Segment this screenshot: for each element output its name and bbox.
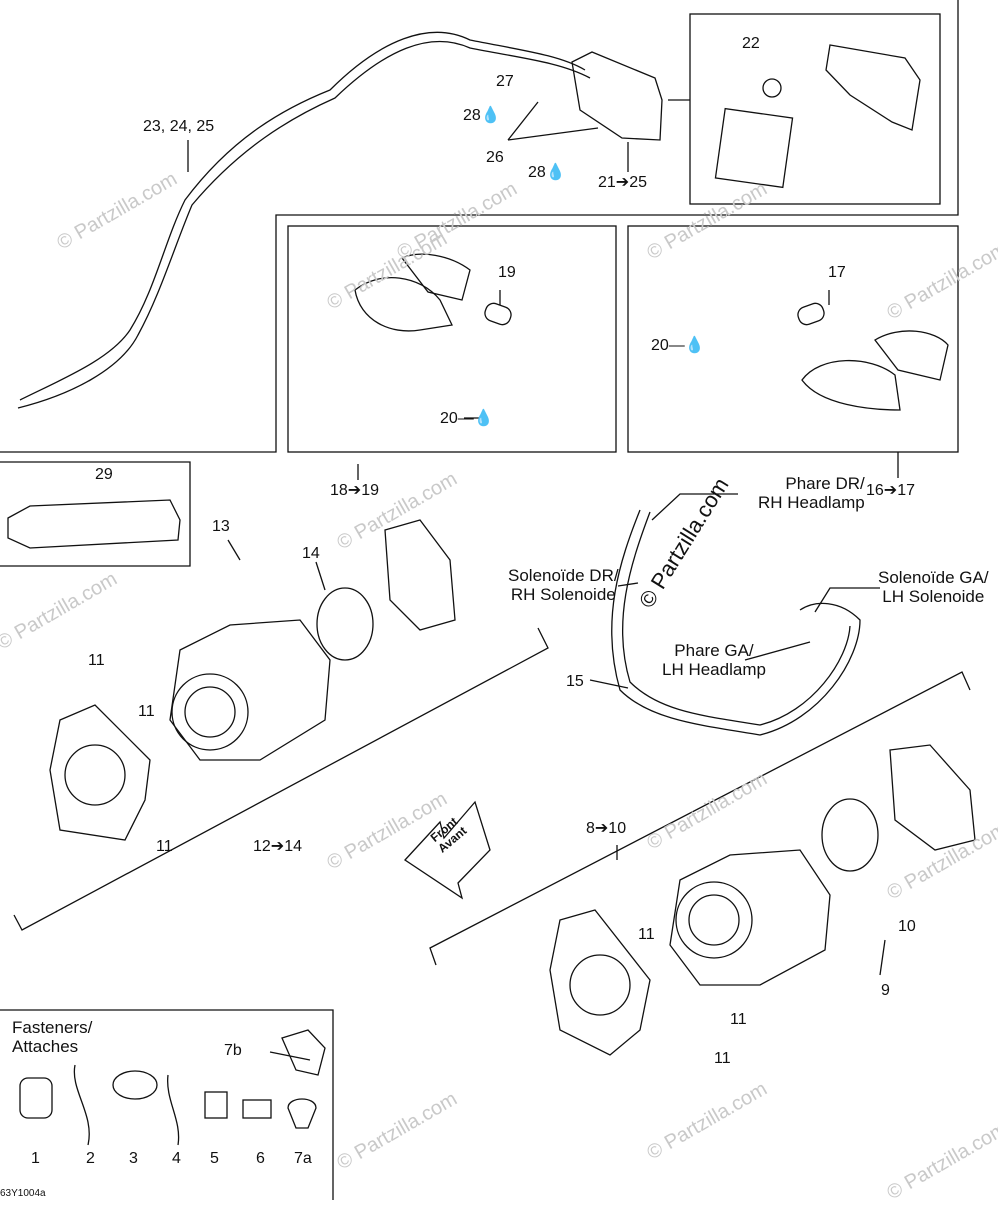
frame-grease — [0, 461, 191, 567]
callout-15: 15 — [566, 673, 584, 690]
left-headlamp-reflector — [171, 673, 249, 751]
tail-bulb — [762, 78, 782, 98]
fastener-label-5: 5 — [210, 1150, 219, 1167]
fastener-2 — [73, 1064, 90, 1146]
drawing-code: 63Y1004a — [0, 1188, 46, 1199]
callout-11-d: 11 — [638, 926, 655, 943]
fastener-6 — [242, 1099, 272, 1119]
callout-11-f: 11 — [714, 1050, 731, 1067]
callout-17: 17 — [828, 264, 846, 281]
left-mount-hole — [64, 744, 126, 806]
left-headlamp-reflector-inner — [184, 686, 236, 738]
tail-light-lens — [825, 44, 921, 131]
right-headlamp-bracket — [889, 744, 976, 851]
callout-11-b: 11 — [138, 703, 155, 720]
fastener-5 — [204, 1091, 228, 1119]
grease-tube — [7, 499, 181, 549]
fastener-4 — [167, 1074, 180, 1146]
callout-11-a: 11 — [88, 652, 105, 669]
fasteners-title: Fasteners/ Attaches — [12, 1018, 93, 1056]
label-phare-ga: Phare GA/ LH Headlamp — [662, 641, 766, 679]
right-headlamp-reflector — [675, 881, 753, 959]
frame-right-signal — [627, 225, 959, 453]
fastener-1 — [19, 1077, 53, 1119]
callout-21-25: 21➔25 — [598, 174, 647, 191]
callout-14: 14 — [302, 545, 320, 562]
fastener-7a — [287, 1098, 317, 1129]
callout-11-e: 11 — [730, 1011, 747, 1028]
fastener-label-4: 4 — [172, 1150, 181, 1167]
right-headlamp-mount — [549, 909, 651, 1056]
drop-icon: 💧 — [545, 164, 566, 181]
callout-13: 13 — [212, 518, 230, 535]
drop-icon: 💧 — [684, 337, 705, 354]
front-harness — [611, 509, 861, 736]
left-headlamp-mount — [49, 704, 151, 841]
right-signal-housing — [874, 330, 949, 381]
front-arrow — [404, 800, 491, 900]
right-headlamp-body — [669, 849, 831, 986]
right-headlamp-ring — [821, 798, 879, 872]
callout-18-19: 18➔19 — [330, 482, 379, 499]
bracket-left-headlamp — [13, 627, 549, 931]
drop-icon: 💧 — [480, 107, 501, 124]
right-signal-lens — [801, 359, 901, 411]
fastener-label-7a: 7a — [294, 1150, 312, 1167]
callout-26: 26 — [486, 149, 504, 166]
callout-28-bottom: 28💧 — [528, 164, 566, 181]
tail-harness — [19, 31, 586, 401]
frame-upper — [0, 0, 959, 453]
left-headlamp-ring — [316, 587, 374, 661]
label-solenoide-dr: Solenoïde DR/ RH Solenoide — [508, 566, 619, 604]
tail-light-housing — [571, 51, 663, 141]
callout-12-14: 12➔14 — [253, 838, 302, 855]
callout-19: 19 — [498, 264, 516, 281]
callout-9: 9 — [881, 982, 890, 999]
label-solenoide-ga: Solenoïde GA/ LH Solenoide — [878, 568, 989, 606]
callout-23-25: 23, 24, 25 — [143, 118, 215, 135]
fastener-label-6: 6 — [256, 1150, 265, 1167]
callout-7b: 7b — [224, 1042, 242, 1059]
right-mount-hole — [569, 954, 631, 1016]
left-signal-housing — [400, 253, 471, 301]
callout-28-top: 28💧 — [463, 107, 501, 124]
left-headlamp-bracket — [384, 519, 456, 631]
callout-11-c: 11 — [156, 838, 173, 855]
callout-20-left: 20—💧 — [440, 410, 494, 427]
callout-20-right: 20—💧 — [651, 337, 705, 354]
fastener-label-1: 1 — [31, 1150, 40, 1167]
callout-22: 22 — [742, 35, 760, 52]
fastener-label-2: 2 — [86, 1150, 95, 1167]
callout-16-17: 16➔17 — [866, 482, 915, 499]
callout-10: 10 — [898, 918, 916, 935]
left-signal-bulb — [484, 302, 512, 326]
tail-light-plate — [714, 107, 794, 189]
fastener-7b — [281, 1029, 326, 1076]
fastener-label-3: 3 — [129, 1150, 138, 1167]
frame-fasteners — [0, 1009, 334, 1200]
callout-29: 29 — [95, 466, 113, 483]
right-signal-bulb — [797, 302, 825, 326]
drop-icon: 💧 — [473, 410, 494, 427]
left-headlamp-body — [169, 619, 331, 761]
left-signal-lens — [354, 277, 453, 332]
bracket-right-headlamp — [429, 671, 971, 966]
fastener-3 — [112, 1070, 158, 1100]
callout-8-10: 8➔10 — [586, 820, 627, 837]
label-phare-dr: Phare DR/ RH Headlamp — [758, 474, 865, 512]
front-harness-2 — [621, 511, 851, 726]
tail-harness-2 — [17, 40, 591, 409]
frame-taillight-detail — [689, 13, 941, 205]
right-headlamp-reflector-inner — [688, 894, 740, 946]
callout-27: 27 — [496, 73, 514, 90]
frame-left-signal — [287, 225, 617, 453]
